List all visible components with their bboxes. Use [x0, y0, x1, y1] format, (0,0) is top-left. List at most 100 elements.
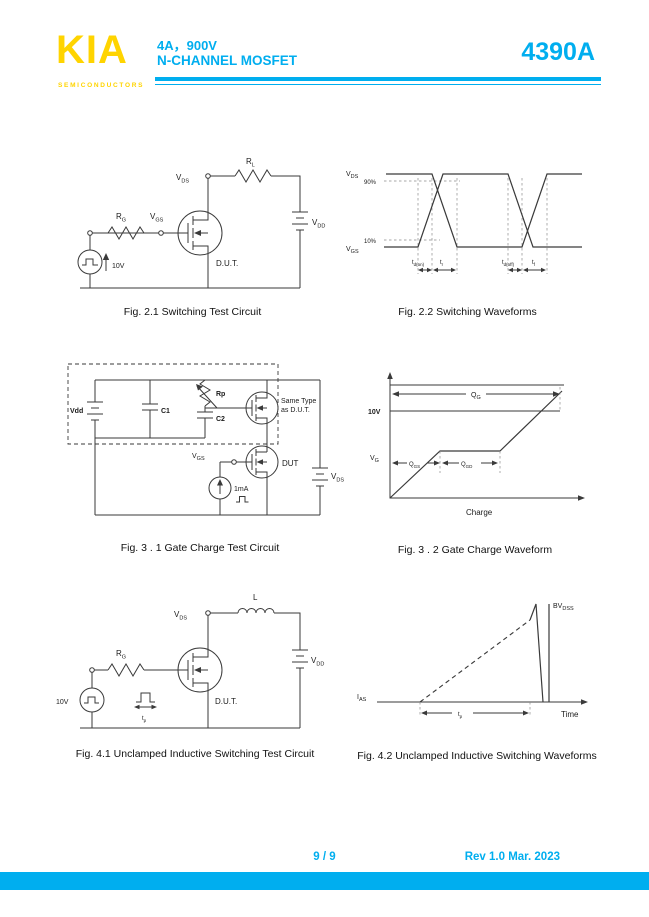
- rg-label: RG: [116, 649, 126, 661]
- dut-mosfet-symbol: [245, 445, 279, 515]
- ten-volt-label: 10V: [368, 409, 381, 416]
- vds-node: [205, 610, 211, 616]
- inductor-symbol: [237, 608, 275, 614]
- same-type-label-1: Same Type: [281, 398, 316, 405]
- source-voltage-label: 10V: [56, 699, 69, 706]
- vds-battery: [312, 467, 328, 487]
- circuit-wires: [94, 379, 321, 516]
- bvdss-label: BVDSS: [553, 603, 574, 612]
- supply-battery: [292, 649, 308, 669]
- vg-axis-label: VG: [370, 455, 379, 464]
- capacitor-c2: [197, 411, 213, 419]
- guide-dashes: [419, 702, 531, 717]
- level-10-label: 10%: [364, 239, 377, 245]
- logo-subtitle: SEMICONDUCTORS: [58, 82, 145, 89]
- dut-label: D.U.T.: [215, 697, 237, 706]
- mosfet-symbol: [177, 613, 223, 728]
- qgs-label: QGS: [409, 462, 420, 469]
- vds-label: VDS: [174, 610, 187, 622]
- gate-voltage-ramp: [389, 390, 563, 499]
- device-type: N-CHANNEL MOSFET: [157, 53, 297, 68]
- vds-label: VDS: [331, 472, 344, 484]
- charge-axis-label: Charge: [466, 508, 493, 517]
- gate-resistor: [107, 226, 145, 240]
- tp-span-arrow: [421, 710, 529, 716]
- qgd-label: QGD: [461, 462, 473, 469]
- td-off-label: td(off): [502, 260, 515, 267]
- tp-label: tp: [142, 716, 147, 723]
- rg-label: RG: [116, 212, 126, 224]
- vds-trace: [386, 173, 582, 248]
- fig-3-1-schematic: Vdd C1 Rp C2 Same Type as D.U.T.: [67, 363, 344, 516]
- tp-label: tp: [458, 712, 463, 719]
- caption-fig-4-1: Fig. 4.1 Unclamped Inductive Switching T…: [75, 748, 315, 760]
- timing-arrows: [418, 267, 546, 273]
- guide-dashes: [439, 387, 561, 473]
- qg-span-arrow: [392, 391, 560, 397]
- axes: [387, 372, 585, 501]
- inductor-label: L: [253, 593, 258, 602]
- rp-label: Rp: [216, 391, 225, 398]
- gate-pulse-glyph: [134, 692, 157, 710]
- qg-label: QG: [471, 392, 481, 401]
- part-number: 4390A: [521, 38, 595, 66]
- dashed-enclosure: [67, 363, 279, 445]
- time-axis-label: Time: [561, 710, 579, 719]
- fig-3-2-waveform: QG 10V QGS QGD VG Charge: [368, 372, 585, 517]
- caption-fig-2-2: Fig. 2.2 Switching Waveforms: [398, 306, 537, 318]
- supply-battery: [292, 211, 308, 231]
- caption-fig-4-2: Fig. 4.2 Unclamped Inductive Switching W…: [357, 750, 597, 762]
- circuit-wires: [80, 175, 301, 289]
- source-voltage-label: 10V: [112, 263, 125, 270]
- input-node: [89, 667, 95, 673]
- vgs-trace: [384, 173, 582, 248]
- input-node: [87, 230, 93, 236]
- header-rule-thin: [155, 84, 601, 86]
- caption-fig-3-2: Fig. 3 . 2 Gate Charge Waveform: [397, 544, 553, 556]
- footer-bar: [0, 872, 649, 890]
- vgs-label: VGS: [346, 246, 359, 255]
- gate-resistor: [107, 663, 145, 677]
- header-rule-thick: [155, 77, 601, 81]
- circuit-wires: [80, 612, 301, 729]
- c1-label: C1: [161, 408, 170, 415]
- mosfet-symbol: [177, 176, 223, 288]
- same-type-label-2: as D.U.T.: [281, 407, 310, 414]
- capacitor-c1: [142, 403, 158, 411]
- vgs-label: VGS: [192, 453, 205, 462]
- ias-label: IAS: [357, 694, 367, 703]
- c2-label: C2: [216, 416, 225, 423]
- level-90-label: 90%: [364, 180, 377, 186]
- qgd-span-arrow: [442, 460, 498, 466]
- fig-4-1-schematic: 10V RG tp VDS L VDD D.U.T: [56, 593, 324, 729]
- vgs-node: [158, 230, 164, 236]
- dut-label: D.U.T.: [216, 259, 238, 268]
- same-type-mosfet-symbol: [245, 380, 279, 452]
- kia-logo: KIA: [56, 28, 128, 72]
- amplitude-arrow: [102, 253, 110, 271]
- vgs-label: VGS: [150, 212, 164, 224]
- reference-dashes: [384, 178, 548, 274]
- current-ramp-dashed: [419, 619, 531, 703]
- current-source-symbol: [208, 476, 249, 503]
- device-rating: 4A，900V: [157, 38, 217, 53]
- load-resistor: [234, 169, 272, 183]
- td-on-label: td(on): [412, 260, 425, 267]
- pulse-generator-symbol: [77, 249, 103, 275]
- current-label: 1mA: [234, 486, 249, 493]
- tr-label: tr: [440, 260, 444, 267]
- vdd-label: VDD: [312, 218, 325, 230]
- revision-label: Rev 1.0 Mar. 2023: [464, 851, 560, 863]
- pulse-generator-symbol: [79, 687, 105, 713]
- fig-2-2-waveforms: VDS VGS 90% 10% td(on) tr td(off) tf: [346, 171, 582, 274]
- vgs-node: [231, 459, 237, 465]
- vds-label: VDS: [346, 171, 359, 180]
- vdd-source-label: Vdd: [70, 408, 83, 415]
- vds-node: [205, 173, 211, 179]
- fig-4-2-waveforms: Time IAS BVDSS tp: [357, 603, 588, 719]
- vdd-battery: [87, 401, 103, 421]
- vds-label: VDS: [176, 173, 189, 185]
- avalanche-spike: [529, 603, 544, 703]
- page-number: 9 / 9: [313, 851, 336, 863]
